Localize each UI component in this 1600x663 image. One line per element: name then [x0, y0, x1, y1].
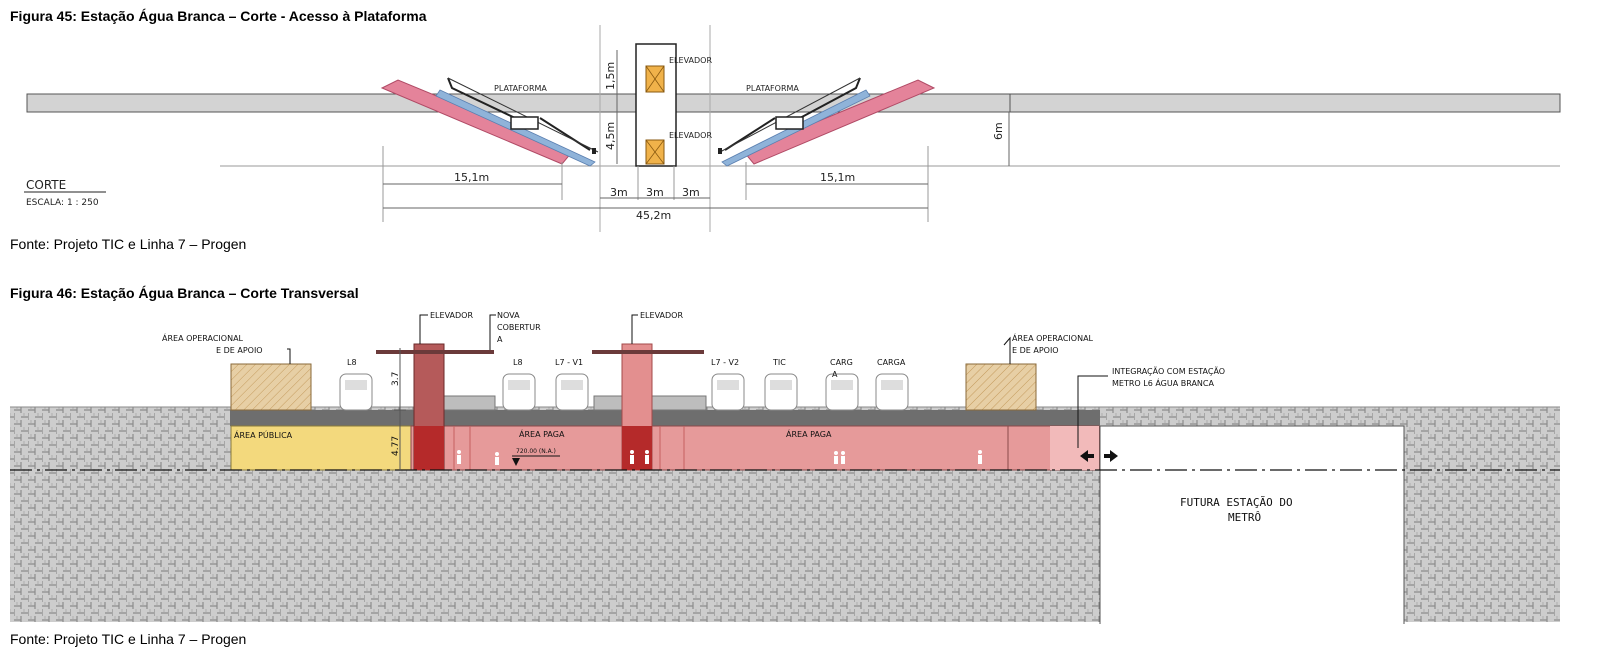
label-elevador-2: ELEVADOR [640, 311, 683, 320]
stair-right-post [718, 148, 722, 154]
train-5 [764, 373, 798, 411]
label-area-operacional-left-1: ÁREA OPERACIONAL [162, 332, 244, 343]
label-plataforma-right: PLATAFORMA [746, 84, 799, 93]
label-track-l8-a: L8 [347, 358, 357, 367]
dim-left-width: 15,1m [454, 171, 489, 184]
stair-left-upper [447, 77, 516, 119]
landing-right [775, 116, 804, 130]
train-1 [339, 373, 373, 411]
stair-right-handrail [719, 77, 861, 153]
train-6 [825, 373, 859, 411]
stair-left-lower [539, 117, 591, 151]
figure-45-source: Fonte: Projeto TIC e Linha 7 – Progen [10, 236, 247, 252]
dim-span-c: 3m [682, 186, 700, 199]
label-corte: CORTE [26, 178, 66, 192]
canopy-2 [592, 350, 704, 354]
stair-left-handrail [447, 77, 599, 153]
person-icons [457, 375, 982, 465]
arrow-left-icon [1080, 450, 1094, 462]
train-4 [711, 373, 745, 411]
figure-46-diagram: ELEVADOR ELEVADOR NOVA COBERTUR A ÁREA O… [10, 311, 1560, 624]
label-area-operacional-right-2: E DE APOIO [1012, 346, 1059, 355]
label-escala: ESCALA: 1 : 250 [26, 198, 99, 208]
stair-block-1 [439, 395, 496, 411]
label-elevador-bottom: ELEVADOR [669, 131, 712, 140]
label-futura-2: METRÔ [1228, 511, 1261, 524]
stair-right-upper [799, 77, 861, 119]
label-area-operacional-right-1: ÁREA OPERACIONAL [1012, 332, 1094, 343]
label-nova-cobertura-3: A [497, 335, 503, 344]
dim-span-a: 3m [610, 186, 628, 199]
figure-46-source: Fonte: Projeto TIC e Linha 7 – Progen [10, 631, 247, 647]
ground-slab [26, 93, 1561, 113]
level-marker-icon [512, 458, 520, 466]
label-track-tic: TIC [772, 358, 786, 367]
dim-total-height: 6m [992, 122, 1005, 140]
label-track-l7-v2: L7 - V2 [711, 358, 739, 367]
figure-45-diagram: PLATAFORMA PLATAFORMA ELEVADOR ELEVADOR … [24, 25, 1561, 232]
train-2 [502, 373, 536, 411]
label-integracao-1: INTEGRAÇÃO COM ESTAÇÃO [1112, 366, 1225, 376]
train-3 [555, 373, 589, 411]
label-area-paga-1: ÁREA PAGA [519, 428, 565, 439]
area-operacional-left [230, 363, 312, 411]
label-elevador-1: ELEVADOR [430, 311, 473, 320]
figure-46-caption: Figura 46: Estação Água Branca – Corte T… [10, 285, 359, 301]
area-publica [230, 425, 412, 471]
label-track-l7-v1: L7 - V1 [555, 358, 583, 367]
label-futura-1: FUTURA ESTAÇÃO DO [1180, 496, 1293, 509]
label-area-operacional-left-2: E DE APOIO [216, 346, 263, 355]
arrow-right-icon [1104, 450, 1118, 462]
area-paga [410, 425, 1100, 471]
label-plataforma-left: PLATAFORMA [494, 84, 547, 93]
label-track-carga-a-2: A [832, 370, 838, 379]
elevator-1-lower [414, 426, 444, 470]
future-metro-void [1100, 426, 1404, 624]
dim-right-width: 15,1m [820, 171, 855, 184]
canopy-1 [376, 350, 494, 354]
area-paga-light [1050, 426, 1099, 470]
label-elevador-top: ELEVADOR [669, 56, 712, 65]
stair-left-post [592, 148, 596, 154]
label-level-mark: 720.00 (N.A.) [516, 448, 556, 455]
label-nova-cobertura-2: COBERTUR [497, 323, 541, 332]
figure-45-caption: Figura 45: Estação Água Branca – Corte -… [10, 8, 427, 24]
dim-lower-height: 4,5m [604, 122, 617, 150]
label-area-publica: ÁREA PÚBLICA [234, 429, 293, 440]
dim-total-width: 45,2m [636, 209, 671, 222]
label-track-carga-a-1: CARG [830, 358, 853, 367]
area-operacional-right [965, 363, 1037, 411]
dim-upper-height: 1,5m [604, 62, 617, 90]
label-nova-cobertura-1: NOVA [497, 311, 520, 320]
label-integracao-2: METRO L6 ÁGUA BRANCA [1112, 377, 1215, 388]
train-7 [875, 373, 909, 411]
label-area-paga-2: ÁREA PAGA [786, 428, 832, 439]
dim-span-b: 3m [646, 186, 664, 199]
label-height-lower: 4.77 [391, 436, 401, 456]
landing-left [510, 116, 539, 130]
label-height-upper: 3.7 [391, 372, 401, 386]
platform-slab [230, 410, 1100, 426]
label-track-l8-b: L8 [513, 358, 523, 367]
label-track-carga-b: CARGA [877, 358, 906, 367]
